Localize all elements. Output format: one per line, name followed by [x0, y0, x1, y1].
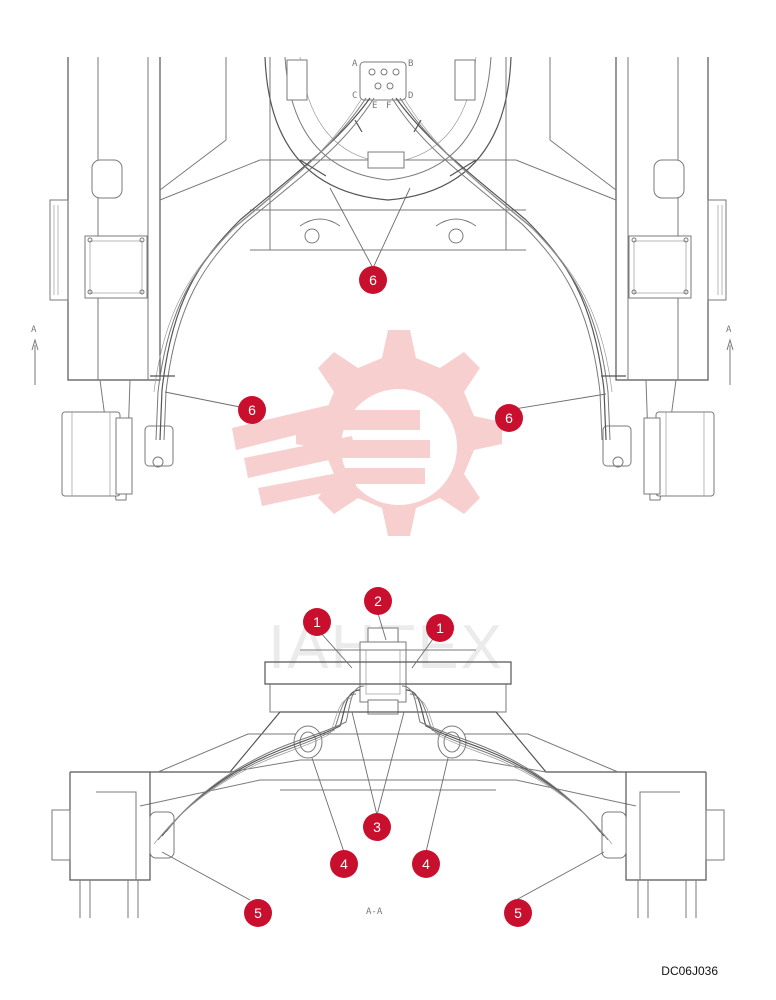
callout-badge-2: 2: [364, 587, 392, 615]
callout-badge-6-left: 6: [238, 396, 266, 424]
bottom-hose-bundle: [153, 685, 613, 845]
port-label-a: A: [352, 59, 358, 69]
svg-text:6: 6: [505, 410, 513, 426]
svg-text:5: 5: [514, 905, 522, 921]
top-hose-bundle: [150, 97, 626, 441]
callout-badge-6-right: 6: [495, 404, 523, 432]
svg-text:4: 4: [422, 856, 430, 872]
svg-text:6: 6: [248, 402, 256, 418]
callout-badge-4-left: 4: [330, 850, 358, 878]
svg-text:6: 6: [369, 272, 377, 288]
section-arrow-label-right: A: [726, 325, 732, 335]
callout-badge-5-left: 5: [244, 899, 272, 927]
section-arrow-label-left: A: [31, 325, 37, 335]
callout-leaders: [161, 187, 607, 901]
callout-badge-6-top: 6: [359, 266, 387, 294]
port-label-b: B: [408, 59, 413, 69]
svg-text:4: 4: [340, 856, 348, 872]
callout-badge-4-right: 4: [412, 850, 440, 878]
callout-badge-1-left: 1: [303, 608, 331, 636]
callout-badge-3: 3: [363, 813, 391, 841]
svg-text:2: 2: [374, 593, 382, 609]
svg-text:1: 1: [313, 614, 321, 630]
svg-text:3: 3: [373, 819, 381, 835]
port-label-c: C: [352, 91, 357, 101]
watermark-logo: IAHTEX: [232, 330, 502, 682]
port-label-d: D: [408, 91, 413, 101]
section-view-label: A-A: [366, 907, 383, 917]
callout-badge-5-right: 5: [504, 899, 532, 927]
callout-badge-1-right: 1: [426, 614, 454, 642]
svg-text:1: 1: [436, 620, 444, 636]
port-label-f: F: [386, 101, 391, 111]
svg-text:5: 5: [254, 905, 262, 921]
bottom-view-frame: A-A: [51, 627, 725, 918]
top-view-frame: A B C D E F A A: [31, 56, 734, 501]
figure-code: DC06J036: [661, 964, 718, 978]
port-label-e: E: [372, 101, 377, 111]
